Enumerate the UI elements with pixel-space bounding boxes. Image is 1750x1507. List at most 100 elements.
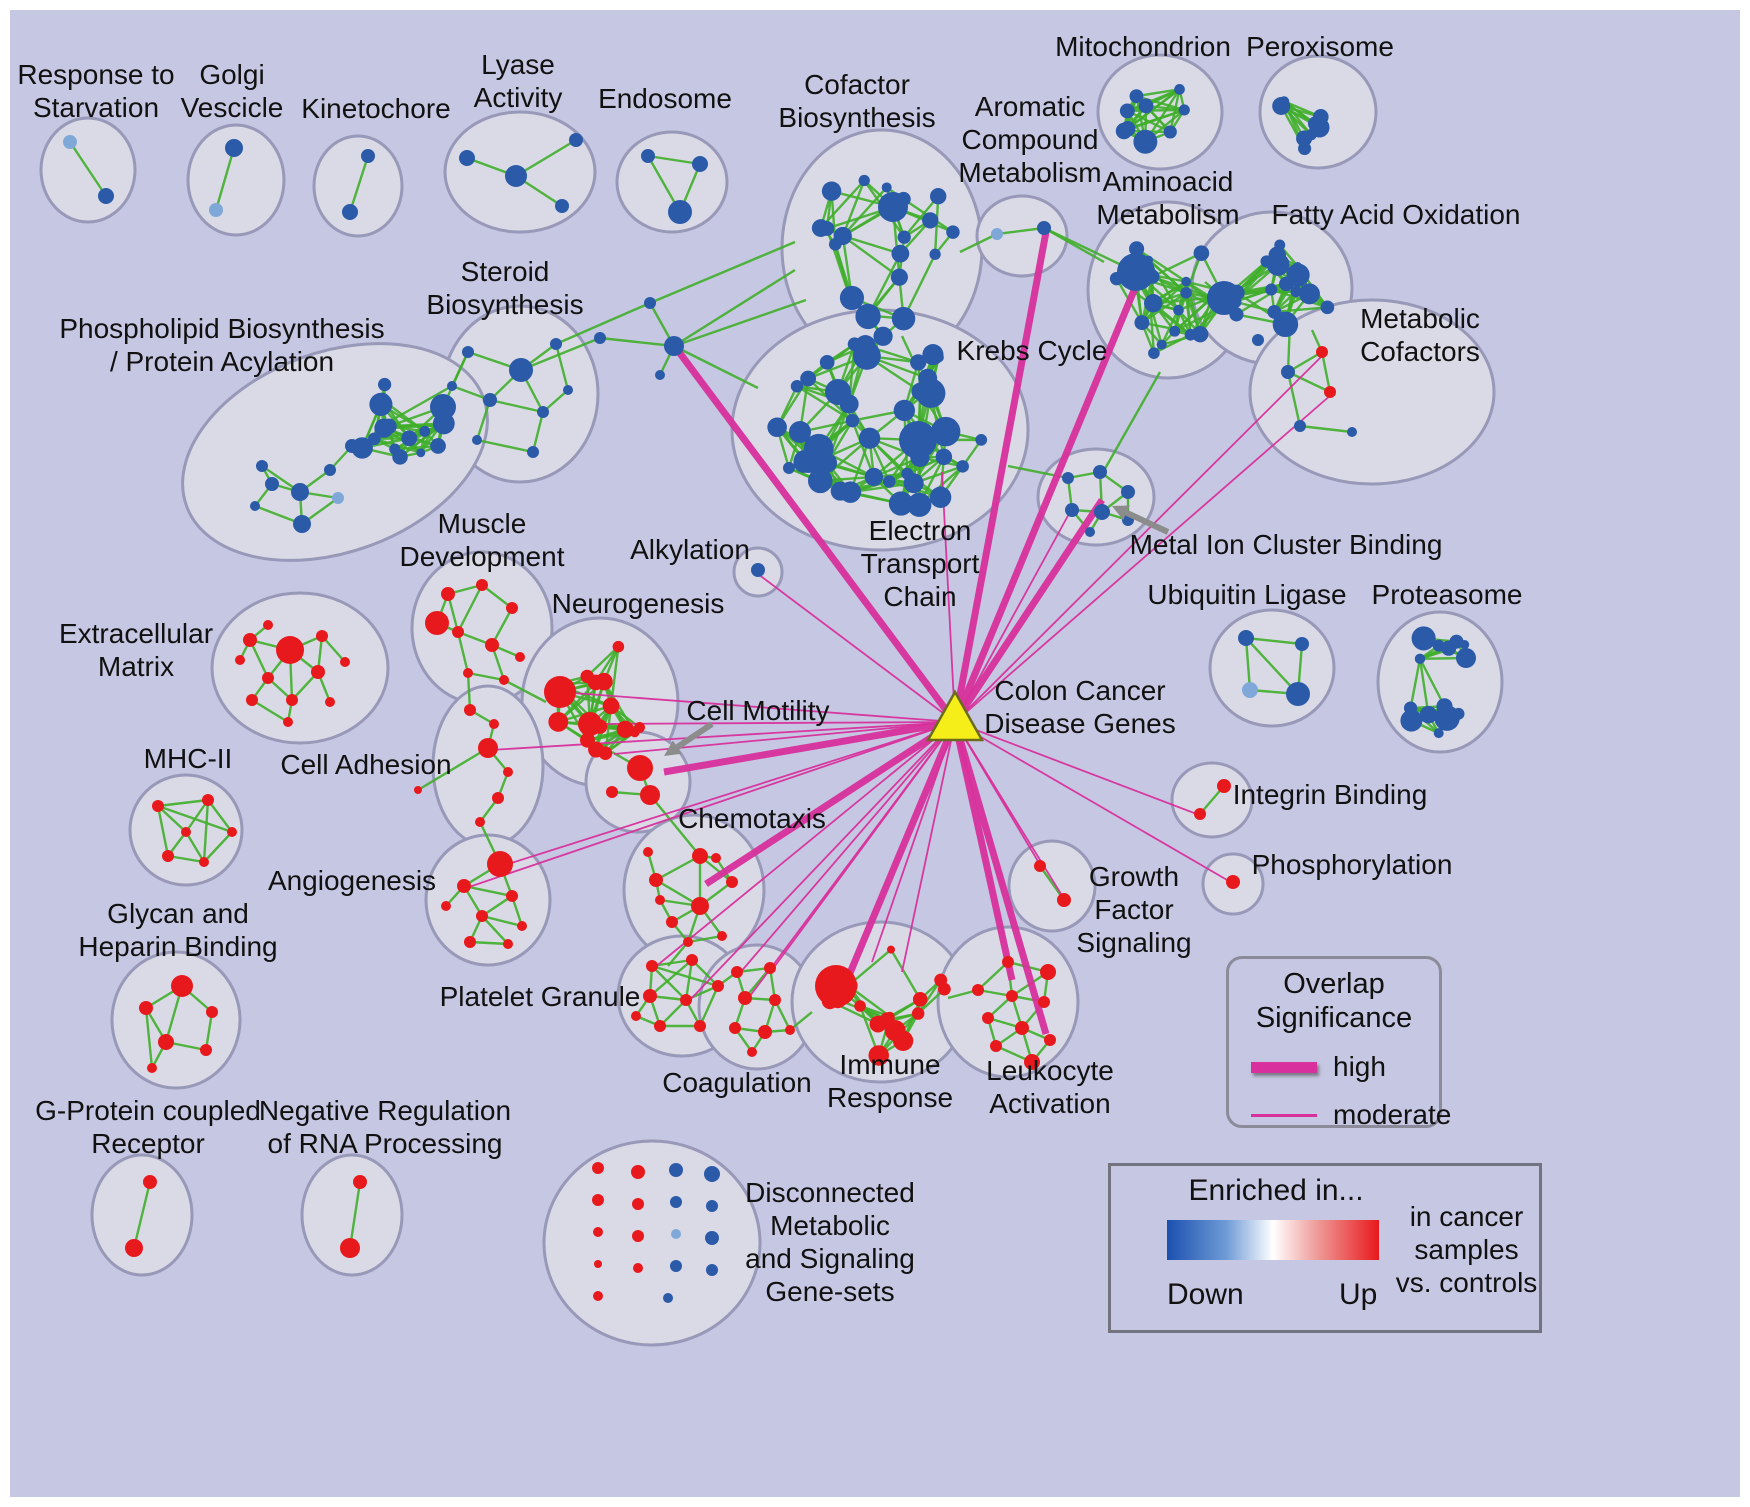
peroxisome-node	[1298, 141, 1312, 156]
green-edge	[469, 940, 509, 946]
green-edge	[515, 138, 577, 178]
green-edge	[1235, 282, 1287, 316]
growth-factor-signaling-label: Factor	[1094, 894, 1173, 925]
glycan-heparin-binding-ellipse	[110, 950, 242, 1090]
neurogenesis-node	[598, 746, 613, 761]
lyase-activity-label: Activity	[474, 82, 563, 113]
mitochondrion-ellipse	[1096, 53, 1224, 171]
proteasome-node	[1436, 698, 1453, 715]
connector-node	[655, 370, 665, 380]
phospholipid-biosynthesis-node	[291, 483, 309, 501]
ubiquitin-ligase-ellipse	[1208, 608, 1336, 728]
green-edge	[207, 799, 233, 833]
chemotaxis-node	[643, 847, 653, 857]
disconnected-genesets-label: Metabolic	[770, 1210, 890, 1241]
extracellular-matrix-node	[286, 694, 298, 706]
proteasome-node	[1432, 639, 1445, 652]
platelet-granule-node	[643, 989, 657, 1003]
disconnected-genesets-node	[631, 1165, 645, 1179]
mhc-ii-node	[202, 794, 214, 806]
glycan-heparin-binding-label: Heparin Binding	[78, 931, 277, 962]
electron-transport-chain-node	[910, 354, 927, 371]
disconnected-genesets-node	[705, 1231, 719, 1245]
lyase-activity-node	[459, 150, 475, 166]
cofactor-biosynthesis-node	[881, 182, 892, 193]
magenta-edge-high	[951, 231, 1050, 723]
green-edge	[1409, 658, 1422, 709]
connector-node	[664, 336, 684, 356]
platelet-granule-node	[646, 960, 658, 972]
growth-factor-signaling-node	[1057, 893, 1071, 907]
mitochondrion-node	[1129, 89, 1144, 104]
platelet-granule-label: Platelet Granule	[440, 981, 641, 1012]
magenta-edge-moderate	[954, 511, 1071, 723]
phospholipid-biosynthesis-node	[430, 394, 456, 420]
g-protein-coupled-receptor-label: G-Protein coupled	[35, 1095, 261, 1126]
metabolic-cofactors-node	[1324, 386, 1336, 398]
phospholipid-biosynthesis-node	[430, 438, 446, 454]
green-edge	[531, 411, 545, 453]
green-edge	[167, 854, 205, 864]
magenta-edge-moderate	[941, 471, 956, 723]
magenta-edge-high	[952, 498, 1105, 724]
chemotaxis-node	[726, 876, 738, 888]
green-edge	[144, 1007, 154, 1069]
chemotaxis-node	[711, 853, 721, 863]
angiogenesis-node	[517, 921, 527, 931]
neurogenesis-label: Neurogenesis	[552, 588, 725, 619]
immune-response-node	[879, 1012, 895, 1028]
neurogenesis-node	[612, 640, 625, 653]
lyase-activity-node	[569, 133, 583, 147]
green-edge	[202, 799, 210, 863]
electron-transport-chain-node	[807, 468, 833, 494]
ubiquitin-ligase-node	[1286, 682, 1310, 706]
green-edge	[69, 141, 107, 197]
proteasome-node	[1400, 709, 1423, 732]
green-edge	[1135, 247, 1187, 283]
phospholipid-biosynthesis-node	[324, 464, 336, 476]
phospholipid-biosynthesis-node	[401, 430, 418, 447]
green-edge	[1141, 280, 1187, 324]
legend-item-moderate: moderate	[1251, 1099, 1451, 1131]
angiogenesis-ellipse	[424, 833, 552, 967]
mitochondrion-label: Mitochondrion	[1055, 31, 1231, 62]
muscle-development-node	[463, 668, 473, 678]
cofactor-biosynthesis-node	[855, 303, 881, 330]
ubiquitin-ligase-label: Ubiquitin Ligase	[1147, 579, 1346, 610]
disconnected-genesets-node	[632, 1230, 644, 1242]
fatty-acid-oxidation-node	[1260, 255, 1273, 268]
green-edge	[917, 979, 942, 1015]
coagulation-node	[731, 966, 743, 978]
green-edge	[466, 672, 472, 711]
leukocyte-activation-node	[1038, 996, 1050, 1008]
mhc-ii-node	[162, 850, 174, 862]
steroid-biosynthesis-label: Steroid	[461, 256, 550, 287]
mitochondrion-node	[1163, 125, 1177, 139]
electron-transport-chain-node	[975, 434, 988, 446]
phosphorylation-label: Phosphorylation	[1252, 849, 1453, 880]
green-edge	[651, 965, 687, 1001]
disconnected-genesets-ellipse	[542, 1139, 762, 1347]
aminoacid-metabolism-node	[1181, 276, 1191, 287]
electron-transport-chain-node	[854, 335, 876, 356]
extracellular-matrix-node	[311, 665, 325, 679]
high-significance-label: high	[1333, 1051, 1386, 1082]
pointer-arrow	[675, 721, 714, 750]
g-protein-coupled-receptor-node	[125, 1239, 143, 1257]
ubiquitin-ligase-node	[1295, 637, 1309, 651]
metal-ion-cluster-binding-node	[1065, 503, 1079, 517]
metal-ion-cluster-binding-label: Metal Ion Cluster Binding	[1130, 529, 1443, 560]
cofactor-biosynthesis-node	[821, 181, 842, 201]
glycan-heparin-binding-node	[139, 1001, 153, 1015]
enrichment-gradient-bar	[1167, 1220, 1379, 1260]
extracellular-matrix-node	[340, 657, 350, 667]
pointer-arrowhead	[664, 740, 682, 756]
green-edge	[348, 1181, 362, 1249]
coagulation-node	[747, 1047, 757, 1057]
electron-transport-chain-node	[903, 473, 924, 494]
aminoacid-metabolism-label: Metabolism	[1096, 199, 1239, 230]
disconnected-genesets-node	[592, 1194, 604, 1206]
green-edge	[673, 298, 807, 348]
high-significance-line-swatch	[1251, 1061, 1317, 1073]
magenta-edge-moderate	[954, 393, 1333, 723]
